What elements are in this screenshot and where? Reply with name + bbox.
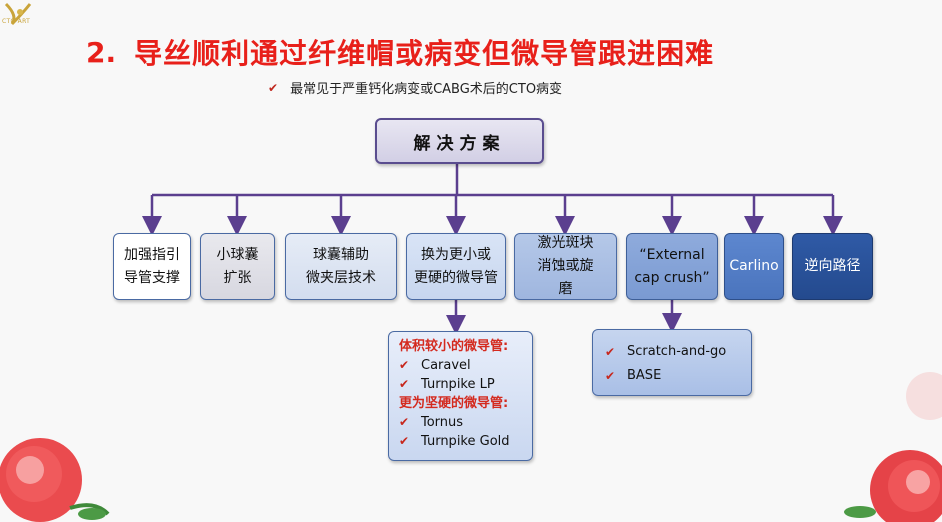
node-line: 小球囊 (217, 244, 259, 267)
item-text: Turnpike LP (421, 375, 495, 394)
peony-decoration-right-faint (890, 360, 942, 430)
node-line: 换为更小或 (414, 244, 498, 267)
check-icon: ✔ (399, 432, 421, 451)
node-line: 消蚀或旋 (538, 255, 594, 278)
item-text: Caravel (421, 356, 471, 375)
node-laser-atherectomy: 激光斑块消蚀或旋磨 (514, 233, 617, 300)
check-icon: ✔ (399, 375, 421, 394)
list-item: ✔Turnpike Gold (399, 432, 532, 451)
node-line: cap crush” (634, 267, 709, 290)
node-line: 扩张 (217, 267, 259, 290)
node-line: 逆向路径 (805, 255, 861, 278)
node-change-microcatheter: 换为更小或更硬的微导管 (406, 233, 506, 300)
external-cap-crush-options-box: ✔Scratch-and-go ✔BASE (592, 329, 752, 396)
peony-decoration-left (0, 410, 110, 522)
peony-decoration-right (830, 420, 942, 522)
root-node-solution: 解决方案 (375, 118, 544, 164)
node-line: “External (634, 244, 709, 267)
list-item: ✔Caravel (399, 356, 532, 375)
node-retrograde-approach: 逆向路径 (792, 233, 873, 300)
node-line: 导管支撑 (124, 267, 180, 290)
node-line: 微夹层技术 (306, 267, 376, 290)
item-text: Turnpike Gold (421, 432, 510, 451)
node-line: 球囊辅助 (306, 244, 376, 267)
check-icon: ✔ (399, 356, 421, 375)
node-carlino: Carlino (724, 233, 784, 300)
list-item: ✔Turnpike LP (399, 375, 532, 394)
list-item: ✔BASE (605, 364, 751, 388)
check-icon: ✔ (605, 364, 627, 388)
node-balloon-microdissection: 球囊辅助微夹层技术 (285, 233, 397, 300)
item-text: Tornus (421, 413, 463, 432)
check-icon: ✔ (399, 413, 421, 432)
list-item: ✔Tornus (399, 413, 532, 432)
node-line: 磨 (538, 278, 594, 301)
microcatheter-options-box: 体积较小的微导管: ✔Caravel ✔Turnpike LP 更为坚硬的微导管… (388, 331, 533, 461)
check-icon: ✔ (605, 340, 627, 364)
node-line: 加强指引 (124, 244, 180, 267)
node-line: 激光斑块 (538, 232, 594, 255)
subheading-stiffer: 更为坚硬的微导管: (399, 394, 532, 413)
node-line: 更硬的微导管 (414, 267, 498, 290)
item-text: Scratch-and-go (627, 340, 726, 364)
list-item: ✔Scratch-and-go (605, 340, 751, 364)
node-small-balloon: 小球囊扩张 (200, 233, 275, 300)
subheading-smaller: 体积较小的微导管: (399, 337, 532, 356)
node-line: Carlino (729, 255, 778, 278)
node-guide-support: 加强指引导管支撑 (113, 233, 191, 300)
item-text: BASE (627, 364, 661, 388)
